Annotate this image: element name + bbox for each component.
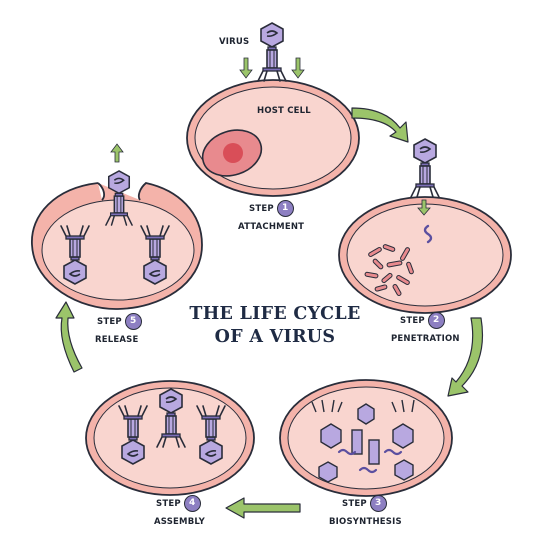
diagram-title: THE LIFE CYCLE OF A VIRUS (180, 303, 370, 349)
virus-icon (257, 22, 287, 82)
step-4-name: ASSEMBLY (154, 517, 206, 527)
host-cell-release (31, 170, 203, 310)
step-word: STEP (97, 317, 122, 327)
step-number-badge: 5 (124, 313, 142, 330)
arrow-down-icon (417, 199, 431, 216)
host-cell-attachment (186, 79, 360, 197)
step-word: STEP (342, 499, 367, 509)
host-cell-label: HOST CELL (257, 106, 311, 116)
step-5-name: RELEASE (95, 335, 139, 345)
cycle-arrows (55, 107, 484, 519)
host-cell-biosynthesis (279, 379, 453, 497)
virus-icon (410, 138, 440, 198)
title-line-2: OF A VIRUS (214, 327, 336, 347)
step-1-name: ATTACHMENT (238, 222, 305, 232)
step-number-badge: 3 (369, 495, 387, 512)
step-number-badge: 1 (276, 200, 294, 217)
arrow-down-icon (291, 57, 305, 79)
step-word: STEP (249, 204, 274, 214)
step-2-name: PENETRATION (391, 334, 460, 344)
arrow-step4-to-step5 (55, 301, 83, 373)
step-word: STEP (156, 499, 181, 509)
arrow-step2-to-step3 (447, 317, 484, 397)
arrow-step1-to-step2 (351, 107, 409, 143)
arrow-step3-to-step4 (225, 497, 301, 519)
dna-fragments (364, 244, 414, 296)
virus-label: VIRUS (219, 37, 250, 47)
title-line-1: THE LIFE CYCLE (189, 304, 361, 324)
step-word: STEP (400, 316, 425, 326)
host-cell-penetration (338, 196, 512, 314)
step-number-badge: 2 (427, 312, 445, 329)
arrow-down-icon (239, 57, 253, 79)
step-number-badge: 4 (183, 495, 201, 512)
arrow-up-icon (110, 143, 124, 163)
host-cell-assembly (85, 380, 255, 496)
step-3-name: BIOSYNTHESIS (329, 517, 402, 527)
